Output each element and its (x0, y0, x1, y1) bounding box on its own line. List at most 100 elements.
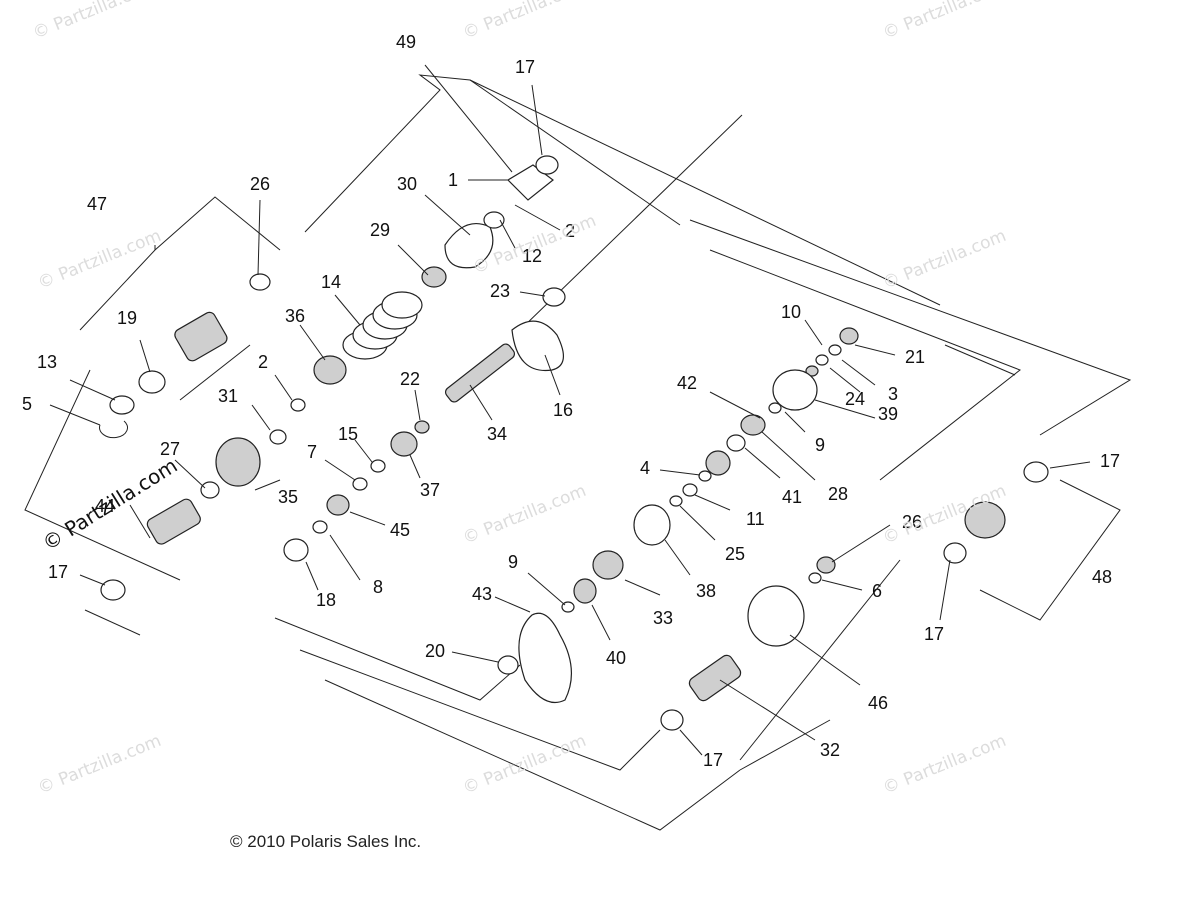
callout-26: 26 (250, 174, 270, 194)
callout-7: 7 (307, 442, 317, 462)
ring-22 (414, 420, 430, 434)
bearing-21 (839, 327, 859, 345)
bearing-26 (249, 273, 271, 291)
sprocket-46 (747, 585, 805, 647)
callout-24: 24 (845, 389, 865, 409)
chain-16 (511, 320, 564, 372)
callout-20: 20 (425, 641, 445, 661)
ring-15 (370, 459, 386, 473)
callout-30: 30 (397, 174, 417, 194)
ring-41 (726, 434, 746, 452)
ring-9-right (768, 402, 782, 414)
ring-3 (828, 344, 842, 356)
callout-23: 23 (490, 281, 510, 301)
chain-43 (518, 612, 573, 704)
gear-48 (964, 501, 1006, 539)
callout-12: 12 (522, 246, 542, 266)
ring-35 (200, 481, 220, 499)
ring-4 (698, 470, 712, 482)
ring-13 (109, 395, 135, 415)
callout-47: 47 (87, 194, 107, 214)
ring-10 (805, 365, 819, 377)
callout-17e: 17 (703, 750, 723, 770)
bearing-17-left (100, 579, 126, 601)
callout-17c: 17 (1100, 451, 1120, 471)
callout-9: 9 (815, 435, 825, 455)
clip-5 (99, 420, 128, 439)
shaft-34 (444, 343, 516, 403)
callout-39: 39 (878, 404, 898, 424)
callout-labels: 49 17 1 30 2 12 29 26 47 14 23 19 36 13 … (22, 32, 1120, 770)
callout-10: 10 (781, 302, 801, 322)
callout-36: 36 (285, 306, 305, 326)
bearing-17-mid (943, 542, 967, 564)
parts (99, 155, 1049, 731)
callout-17d: 17 (924, 624, 944, 644)
callout-17b: 17 (48, 562, 68, 582)
ring-7 (352, 477, 368, 491)
ring-6 (808, 572, 822, 584)
callout-21: 21 (905, 347, 925, 367)
bearing-20 (497, 655, 519, 675)
bearing-18 (283, 538, 309, 562)
plate-1 (507, 164, 554, 201)
ring-31 (269, 429, 287, 445)
ring-11 (682, 483, 698, 497)
bearing-17-right (1023, 461, 1049, 483)
ring-29 (421, 266, 447, 288)
callout-16: 16 (553, 400, 573, 420)
bearing-19 (138, 370, 166, 394)
callout-43: 43 (472, 584, 492, 604)
callout-9b: 9 (508, 552, 518, 572)
callout-46: 46 (868, 693, 888, 713)
copyright-text: © 2010 Polaris Sales Inc. (230, 832, 422, 851)
callout-14: 14 (321, 272, 341, 292)
callout-32: 32 (820, 740, 840, 760)
gear-42 (705, 450, 731, 476)
callout-34: 34 (487, 424, 507, 444)
ring-8 (312, 520, 328, 534)
callout-2b: 2 (258, 352, 268, 372)
disk-38 (633, 504, 671, 546)
callout-13: 13 (37, 352, 57, 372)
callout-4: 4 (640, 458, 650, 478)
sheave-36 (313, 355, 347, 385)
callout-5: 5 (22, 394, 32, 414)
callout-44: 44 (95, 496, 115, 516)
shaft-32 (688, 654, 742, 702)
bearing-26-right (816, 556, 836, 574)
callout-27: 27 (160, 439, 180, 459)
ring-12 (483, 211, 505, 229)
bearing-28 (740, 414, 766, 436)
shaft-upper-left (174, 311, 228, 362)
callout-15: 15 (338, 424, 358, 444)
callout-37: 37 (420, 480, 440, 500)
callout-22: 22 (400, 369, 420, 389)
callout-6: 6 (872, 581, 882, 601)
callout-33: 33 (653, 608, 673, 628)
bearing-17-bottom (660, 709, 684, 731)
ring-2 (290, 398, 306, 412)
gear-27 (215, 437, 261, 487)
callout-49: 49 (396, 32, 416, 52)
shaft-44 (146, 498, 201, 545)
callout-8: 8 (373, 577, 383, 597)
callout-42: 42 (677, 373, 697, 393)
callout-29: 29 (370, 220, 390, 240)
callout-28: 28 (828, 484, 848, 504)
callout-45: 45 (390, 520, 410, 540)
cover-30 (444, 223, 494, 269)
ring-24 (815, 354, 829, 366)
callout-40: 40 (606, 648, 626, 668)
bearing-45 (326, 494, 350, 516)
callout-2: 2 (565, 221, 575, 241)
callout-41: 41 (782, 487, 802, 507)
spring-14 (342, 291, 423, 360)
leader-lines (49, 64, 1091, 756)
sprocket-39 (772, 369, 818, 411)
gear-37 (390, 431, 418, 457)
callout-19: 19 (117, 308, 137, 328)
callout-25: 25 (725, 544, 745, 564)
